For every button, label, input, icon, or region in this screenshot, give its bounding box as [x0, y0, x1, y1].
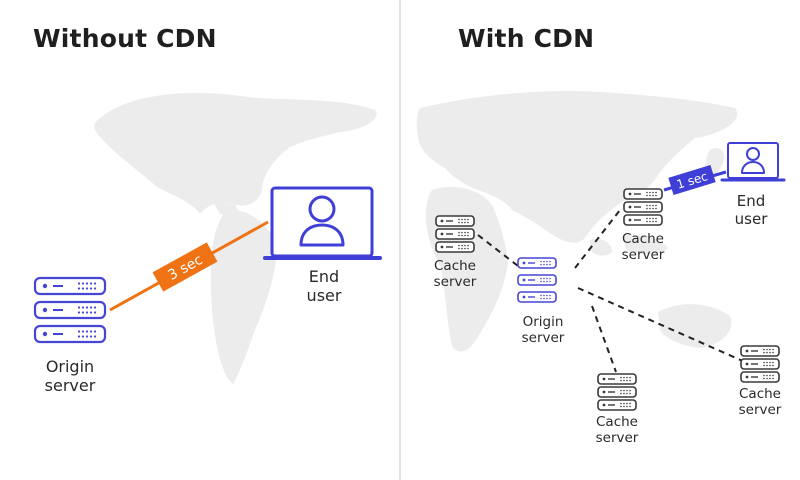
origin-server-label-left: Origin server	[44, 357, 96, 395]
cache-server-label-1: Cache server	[433, 258, 477, 291]
laptop-user-icon-right	[720, 142, 786, 182]
latency-badge-with-cdn: 1 sec	[668, 164, 716, 196]
latency-badge-without-cdn: 3 sec	[152, 242, 218, 292]
title-without-cdn: Without CDN	[33, 24, 217, 53]
cache-server-icon-2	[623, 188, 663, 226]
origin-server-icon-right	[517, 257, 557, 303]
end-user-label-right: End user	[734, 192, 768, 228]
cache-server-label-2: Cache server	[621, 231, 665, 264]
cache-server-label-3: Cache server	[595, 414, 639, 447]
end-user-label-left: End user	[306, 267, 342, 305]
cache-server-icon-4	[740, 345, 780, 383]
cdn-dashed-links	[477, 209, 746, 373]
laptop-user-icon-left	[263, 186, 382, 260]
origin-server-label-right: Origin server	[521, 314, 565, 347]
title-with-cdn: With CDN	[458, 24, 595, 53]
origin-server-icon-left	[33, 276, 107, 344]
cache-server-icon-3	[597, 373, 637, 411]
cache-server-label-4: Cache server	[738, 386, 782, 419]
cache-server-icon-1	[435, 215, 475, 253]
